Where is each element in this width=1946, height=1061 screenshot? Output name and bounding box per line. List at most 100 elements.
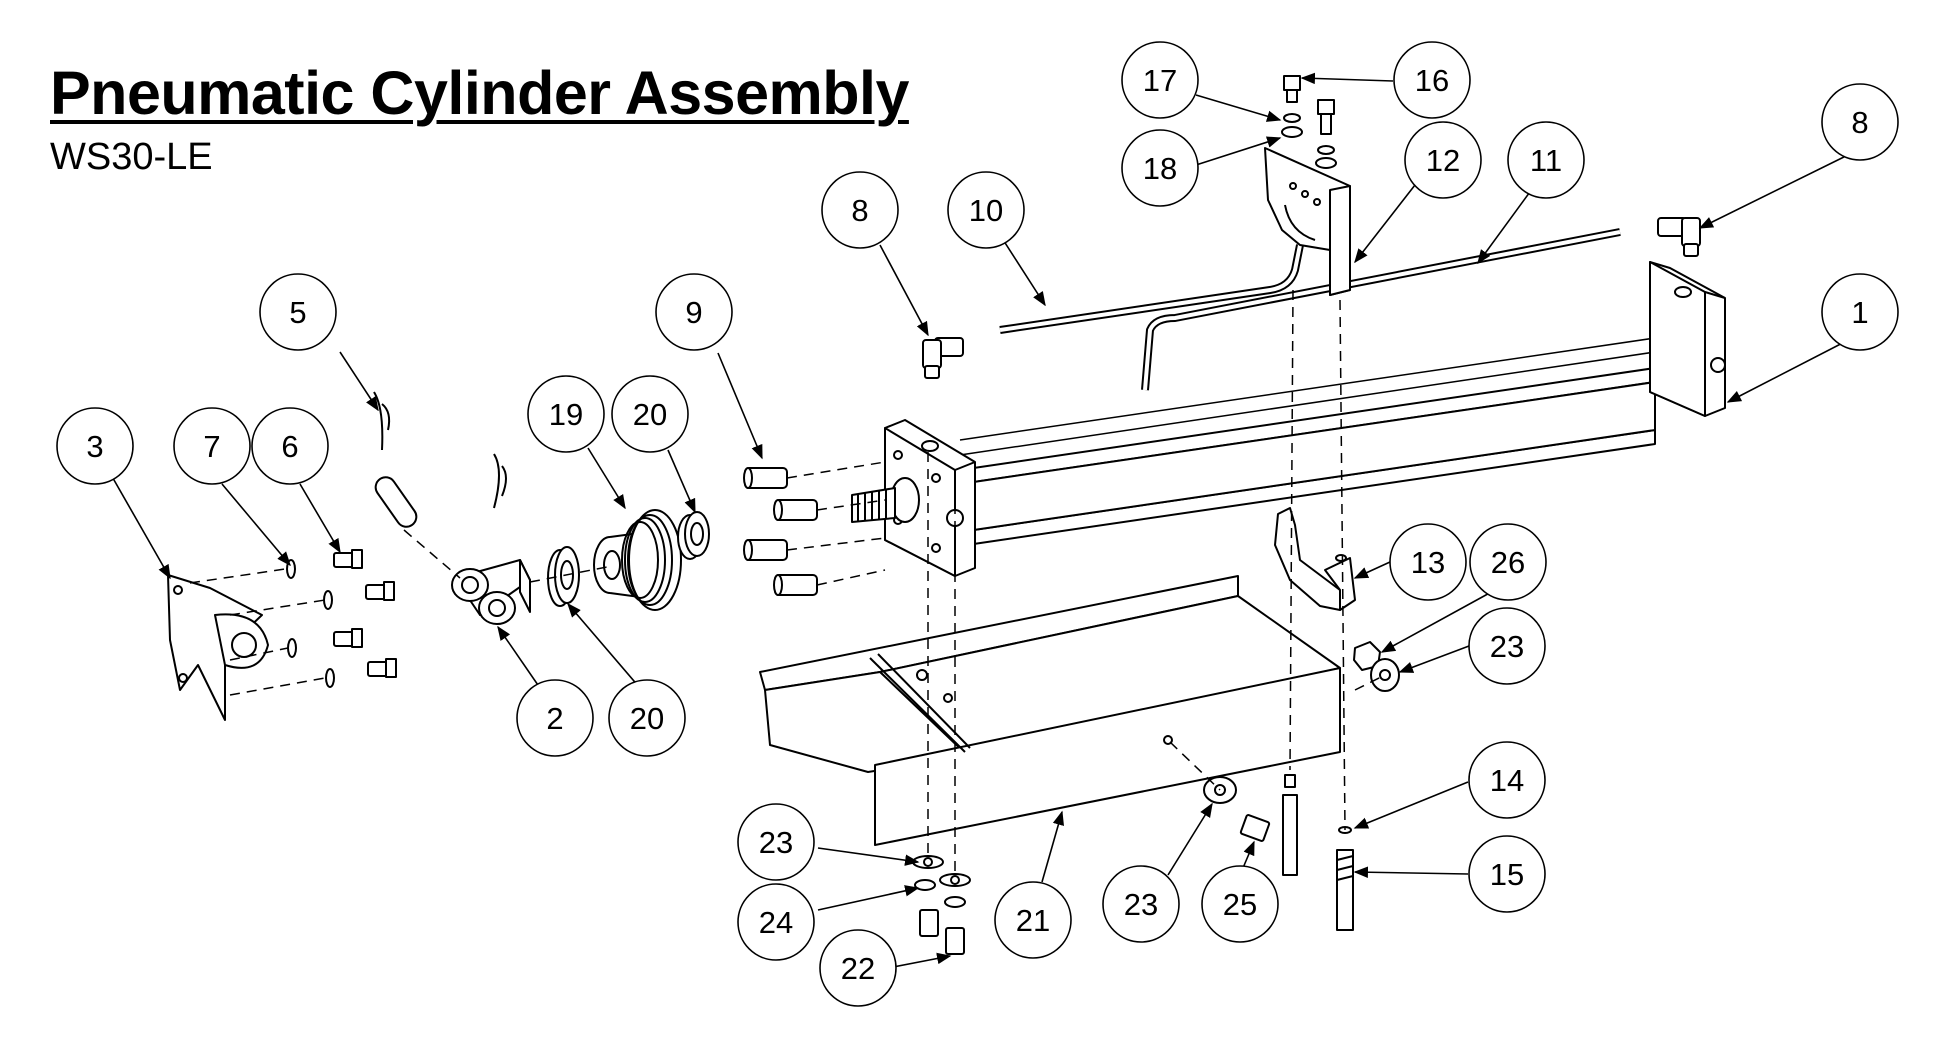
callout-circle (655, 273, 733, 351)
callout-circle (527, 375, 605, 453)
callout-number: 12 (1426, 143, 1460, 178)
callout-22: 22 (819, 929, 897, 1007)
elbow-fitting-left (922, 337, 964, 379)
callout-number: 16 (1415, 63, 1449, 98)
callout-number: 8 (851, 193, 868, 228)
callout-number: 20 (633, 397, 667, 432)
hose-11 (1141, 228, 1621, 391)
callout-circle (819, 929, 897, 1007)
callout-23b: 23 (1468, 607, 1546, 685)
cylinder-rear-cap (1649, 261, 1726, 417)
callout-13: 13 (1389, 523, 1467, 601)
elbow-fitting-right (1657, 217, 1701, 257)
callout-number: 15 (1490, 857, 1524, 892)
pulley (593, 509, 682, 611)
callout-circle (611, 375, 689, 453)
callout-17: 17 (1121, 41, 1199, 119)
callout-7: 7 (173, 407, 251, 485)
callout-circle (56, 407, 134, 485)
callout-circle (1389, 523, 1467, 601)
callout-number: 18 (1143, 151, 1177, 186)
clevis-mount (167, 574, 269, 721)
callout-circle (1468, 835, 1546, 913)
jam-nut-left (547, 546, 580, 607)
callout-circle (1121, 129, 1199, 207)
callout-6: 6 (251, 407, 329, 485)
callout-number: 10 (969, 193, 1003, 228)
callout-circle (1821, 273, 1899, 351)
callout-24: 24 (737, 883, 815, 961)
callout-9: 9 (655, 273, 733, 351)
callout-19: 19 (527, 375, 605, 453)
top-bolts (1281, 75, 1337, 169)
callout-1: 1 (1821, 273, 1899, 351)
callout-20a: 20 (611, 375, 689, 453)
callout-circle (947, 171, 1025, 249)
callout-number: 1 (1851, 295, 1868, 330)
assembly-lines (189, 289, 1386, 878)
callout-number: 26 (1491, 545, 1525, 580)
callout-number: 2 (546, 701, 563, 736)
nut-and-washer (1353, 641, 1400, 692)
callout-circle (608, 679, 686, 757)
callout-circle (737, 883, 815, 961)
cylinder-front-cap (851, 419, 976, 577)
callout-number: 23 (1124, 887, 1158, 922)
callout-15: 15 (1468, 835, 1546, 913)
callout-circle (173, 407, 251, 485)
callout-25: 25 (1201, 865, 1279, 943)
guard-plate (759, 575, 1341, 846)
callout-8a: 8 (821, 171, 899, 249)
callout-circle (1821, 83, 1899, 161)
callout-number: 22 (841, 951, 875, 986)
callout-8b: 8 (1821, 83, 1899, 161)
callout-23a: 23 (737, 803, 815, 881)
callout-number: 24 (759, 905, 793, 940)
mount-bolts (743, 467, 818, 596)
callout-circle (1404, 121, 1482, 199)
screws-and-washers (286, 549, 397, 688)
callout-circle (516, 679, 594, 757)
callout-16: 16 (1393, 41, 1471, 119)
jam-nut-right (677, 511, 710, 560)
callout-circle (1468, 607, 1546, 685)
callout-number: 7 (203, 429, 220, 464)
callout-11: 11 (1507, 121, 1585, 199)
callout-circle (1507, 121, 1585, 199)
callout-circle (737, 803, 815, 881)
callout-12: 12 (1404, 121, 1482, 199)
callout-number: 13 (1411, 545, 1445, 580)
callout-number: 17 (1143, 63, 1177, 98)
callout-leaders (109, 72, 1861, 969)
callout-2: 2 (516, 679, 594, 757)
callout-number: 19 (549, 397, 583, 432)
callout-circle (994, 881, 1072, 959)
hose-10 (999, 244, 1304, 334)
callout-number: 20 (630, 701, 664, 736)
callout-circle (1468, 741, 1546, 819)
callout-circle (251, 407, 329, 485)
callout-26: 26 (1469, 523, 1547, 601)
page-title: Pneumatic Cylinder Assembly (50, 59, 909, 127)
callout-14: 14 (1468, 741, 1546, 819)
callout-number: 6 (281, 429, 298, 464)
clevis (451, 559, 531, 625)
callout-number: 23 (759, 825, 793, 860)
callout-circle (1201, 865, 1279, 943)
callout-20b: 20 (608, 679, 686, 757)
callout-number: 21 (1016, 903, 1050, 938)
model-number: WS30-LE (50, 136, 213, 178)
clevis-pins (373, 391, 507, 528)
cylinder-body (959, 337, 1656, 547)
callout-number: 3 (86, 429, 103, 464)
callout-number: 9 (685, 295, 702, 330)
callout-circle (1469, 523, 1547, 601)
callout-circle (821, 171, 899, 249)
callout-circle (1102, 865, 1180, 943)
bottom-hardware (912, 774, 1354, 955)
callout-number: 23 (1490, 629, 1524, 664)
callout-21: 21 (994, 881, 1072, 959)
upper-bracket (1264, 147, 1351, 296)
